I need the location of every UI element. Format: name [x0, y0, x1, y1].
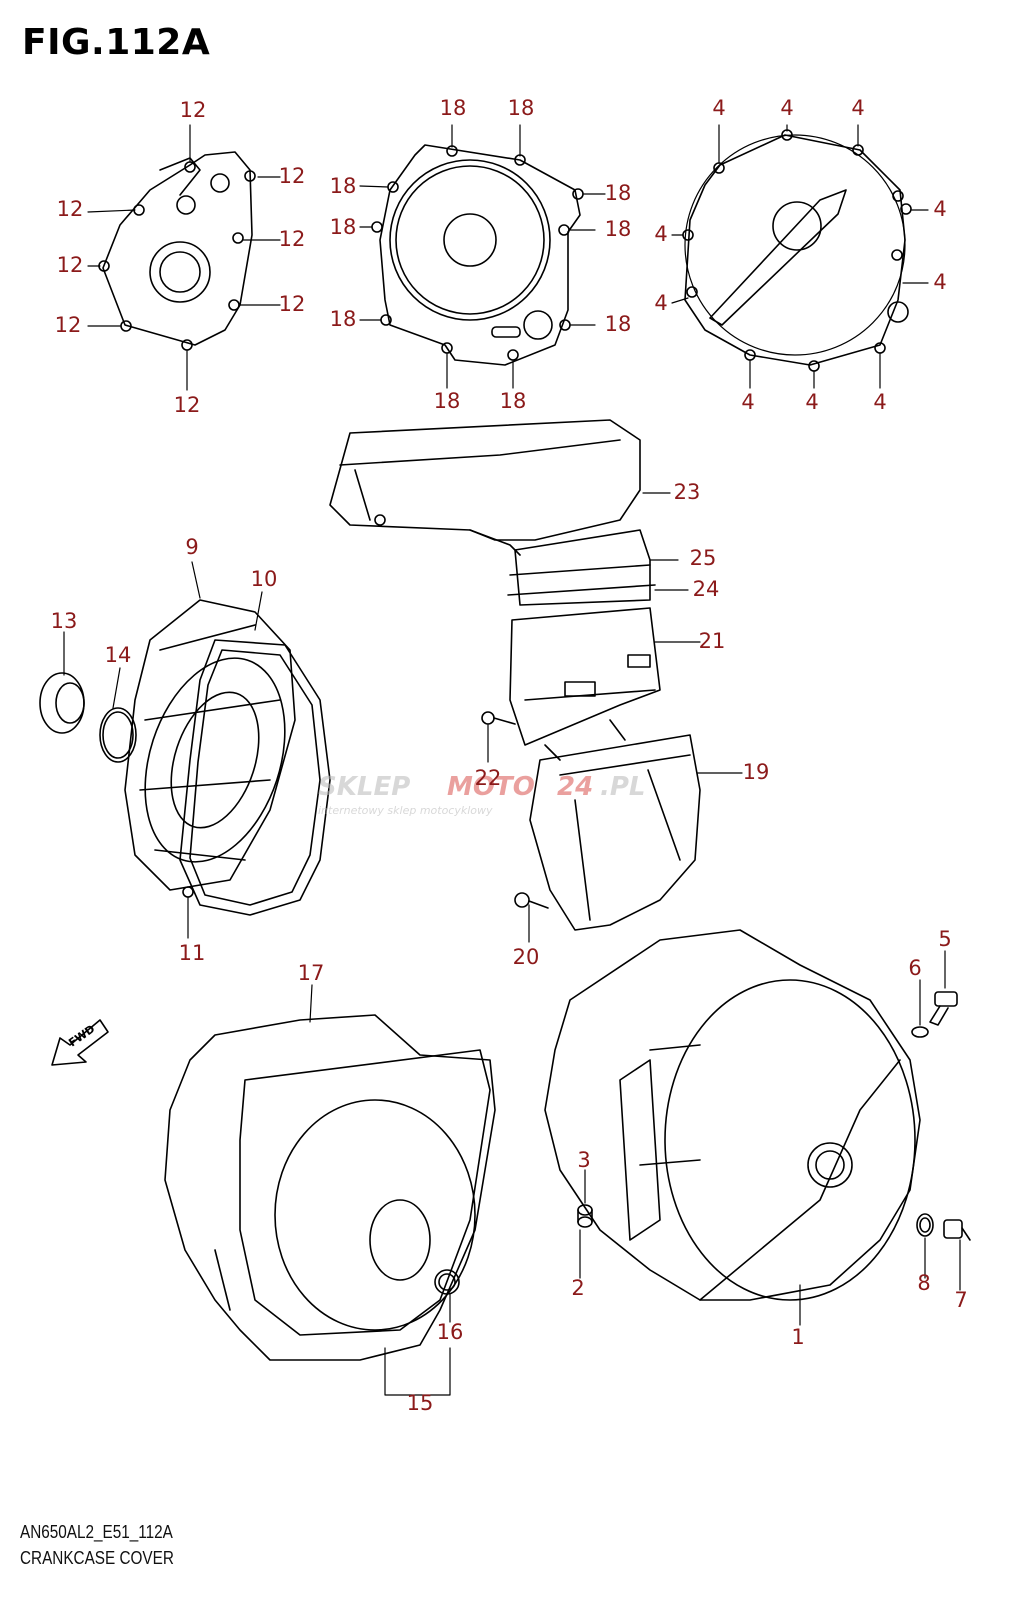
plug-5	[929, 991, 958, 1026]
part-label-21: 21	[699, 629, 726, 653]
part-label-18: 18	[605, 181, 632, 205]
part-label-1: 1	[791, 1325, 804, 1349]
part-label-12: 12	[279, 292, 306, 316]
part-label-4: 4	[654, 291, 667, 315]
part-label-4: 4	[933, 270, 946, 294]
part-label-12: 12	[174, 393, 201, 417]
shroud-19	[529, 734, 701, 931]
watermark: SKLEP MOTO 24 .PL internetowy sklep moto…	[318, 772, 646, 817]
duct-boot-21	[507, 529, 661, 761]
part-label-18: 18	[605, 217, 632, 241]
part-label-4: 4	[741, 390, 754, 414]
figure-caption: CRANKCASE COVER	[20, 1548, 174, 1568]
part-label-18: 18	[330, 215, 357, 239]
figure-title: FIG.112A	[22, 22, 211, 63]
part-label-12: 12	[279, 227, 306, 251]
part-label-18: 18	[605, 312, 632, 336]
washer-8	[916, 1213, 934, 1237]
part-label-25: 25	[690, 546, 717, 570]
watermark-brand-b: MOTO	[447, 772, 535, 802]
plug-7	[943, 1219, 971, 1241]
part-label-4: 4	[780, 96, 793, 120]
model-code: AN650AL2_E51_112A	[20, 1522, 173, 1542]
part-label-4: 4	[712, 96, 725, 120]
part-label-4: 4	[851, 96, 864, 120]
part-label-2: 2	[571, 1276, 584, 1300]
part-label-12: 12	[57, 197, 84, 221]
part-label-14: 14	[105, 643, 132, 667]
cover-part-1	[544, 929, 921, 1301]
part-label-4: 4	[933, 197, 946, 221]
part-label-18: 18	[330, 174, 357, 198]
oil-seal-13	[39, 672, 85, 734]
gasket-10	[179, 639, 331, 916]
part-label-18: 18	[500, 389, 527, 413]
part-label-23: 23	[674, 480, 701, 504]
part-label-7: 7	[954, 1288, 967, 1312]
part-label-18: 18	[440, 96, 467, 120]
part-labels: 1212121212121212121818181818181818181844…	[51, 96, 968, 1415]
part-label-18: 18	[508, 96, 535, 120]
screw-22	[481, 711, 516, 725]
part-label-9: 9	[185, 535, 198, 559]
watermark-brand-a: SKLEP	[318, 772, 410, 802]
part-label-5: 5	[938, 927, 951, 951]
part-label-4: 4	[654, 222, 667, 246]
part-label-11: 11	[179, 941, 206, 965]
part-label-22: 22	[475, 766, 502, 790]
part-label-4: 4	[805, 390, 818, 414]
part-label-8: 8	[917, 1271, 930, 1295]
part-label-20: 20	[513, 945, 540, 969]
part-label-24: 24	[693, 577, 720, 601]
part-label-19: 19	[743, 760, 770, 784]
part-label-18: 18	[330, 307, 357, 331]
part-label-10: 10	[251, 567, 278, 591]
watermark-brand-d: .PL	[600, 772, 646, 802]
cover-part-18	[371, 144, 584, 366]
washer-6	[911, 1026, 929, 1038]
air-duct-23	[329, 419, 641, 556]
leader-lines	[63, 124, 961, 1396]
dowel-pin-3	[577, 1204, 593, 1228]
cover-part-12	[98, 151, 256, 351]
cover-part-4	[682, 129, 912, 372]
part-label-6: 6	[908, 956, 921, 980]
part-label-15: 15	[407, 1391, 434, 1415]
part-label-12: 12	[57, 253, 84, 277]
watermark-brand-c: 24	[557, 772, 593, 802]
part-label-17: 17	[298, 961, 325, 985]
part-label-13: 13	[51, 609, 78, 633]
fwd-arrow-icon	[51, 1019, 109, 1066]
part-label-12: 12	[279, 164, 306, 188]
part-label-18: 18	[434, 389, 461, 413]
part-label-16: 16	[437, 1320, 464, 1344]
part-label-12: 12	[180, 98, 207, 122]
part-label-12: 12	[55, 313, 82, 337]
cover-part-17	[164, 1014, 496, 1361]
screw-20	[514, 892, 549, 909]
part-label-4: 4	[873, 390, 886, 414]
part-label-3: 3	[577, 1148, 590, 1172]
watermark-tagline: internetowy sklep motocyklowy	[318, 804, 493, 817]
o-ring-14	[99, 707, 137, 763]
